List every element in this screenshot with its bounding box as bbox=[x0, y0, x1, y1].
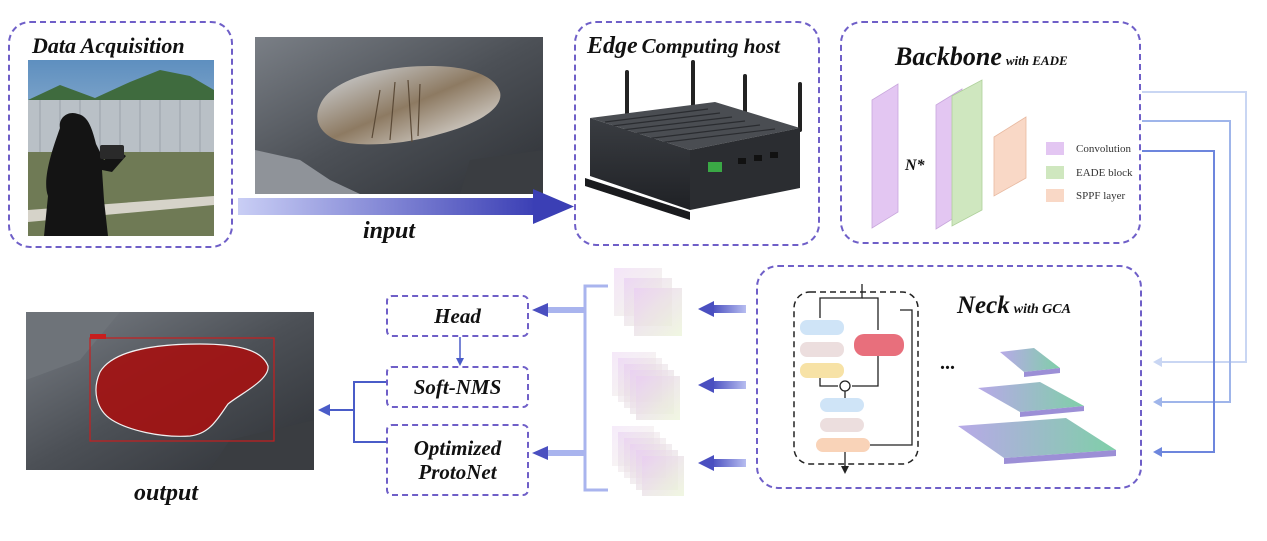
edge-host-title-a: Edge bbox=[587, 33, 638, 59]
backbone-title-main: Backbone bbox=[895, 42, 1002, 71]
neck-title: Neck with GCA bbox=[957, 292, 1071, 320]
neck-feature-pyramid bbox=[958, 348, 1116, 464]
soft-nms-label: Soft-NMS bbox=[413, 374, 502, 399]
data-acquisition-title: Data Acquisition bbox=[32, 33, 185, 58]
soft-nms-box: Soft-NMS bbox=[386, 366, 529, 408]
data-acquisition-photo bbox=[28, 60, 214, 236]
input-label: input bbox=[363, 218, 416, 244]
head-label: Head bbox=[434, 303, 481, 328]
output-label: output bbox=[134, 480, 199, 506]
legend-eade-block: EADE block bbox=[1076, 167, 1133, 179]
neck-panel bbox=[756, 265, 1142, 489]
protonet-line2: ProtoNet bbox=[418, 460, 497, 484]
edge-host-title-b: Computing host bbox=[641, 34, 780, 58]
gca-module bbox=[793, 284, 919, 474]
neck-ellipsis: ... bbox=[940, 352, 955, 374]
backbone-panel bbox=[840, 21, 1141, 244]
head-box: Head bbox=[386, 295, 529, 337]
data-acquisition-panel bbox=[8, 21, 233, 248]
neck-to-feature-arrows bbox=[698, 301, 746, 471]
output-photo bbox=[26, 312, 314, 470]
feature-to-head-connectors bbox=[532, 284, 608, 492]
backbone-title: Backbone with EADE bbox=[895, 42, 1068, 72]
backbone-subtitle: with EADE bbox=[1005, 53, 1068, 68]
feature-map-stacks bbox=[612, 268, 684, 496]
backbone-n-label: N* bbox=[905, 157, 925, 174]
legend-sppf-layer: SPPF layer bbox=[1076, 190, 1126, 202]
edge-computing-host-panel bbox=[574, 21, 820, 246]
input-arrow bbox=[238, 189, 574, 224]
pothole-input-photo bbox=[255, 37, 543, 194]
neck-subtitle: with GCA bbox=[1013, 302, 1071, 317]
output-connector bbox=[318, 381, 387, 443]
backbone-to-neck-connectors bbox=[1142, 91, 1247, 457]
protonet-line1: Optimized bbox=[413, 435, 502, 460]
edge-host-title: Edge Computing host bbox=[587, 33, 780, 60]
edge-device-image bbox=[585, 60, 802, 220]
legend-convolution: Convolution bbox=[1076, 143, 1132, 155]
neck-title-main: Neck bbox=[957, 292, 1010, 319]
protonet-box: Optimized ProtoNet bbox=[386, 424, 529, 496]
backbone-blocks bbox=[871, 79, 1064, 230]
head-to-softnms-arrow bbox=[456, 337, 464, 366]
